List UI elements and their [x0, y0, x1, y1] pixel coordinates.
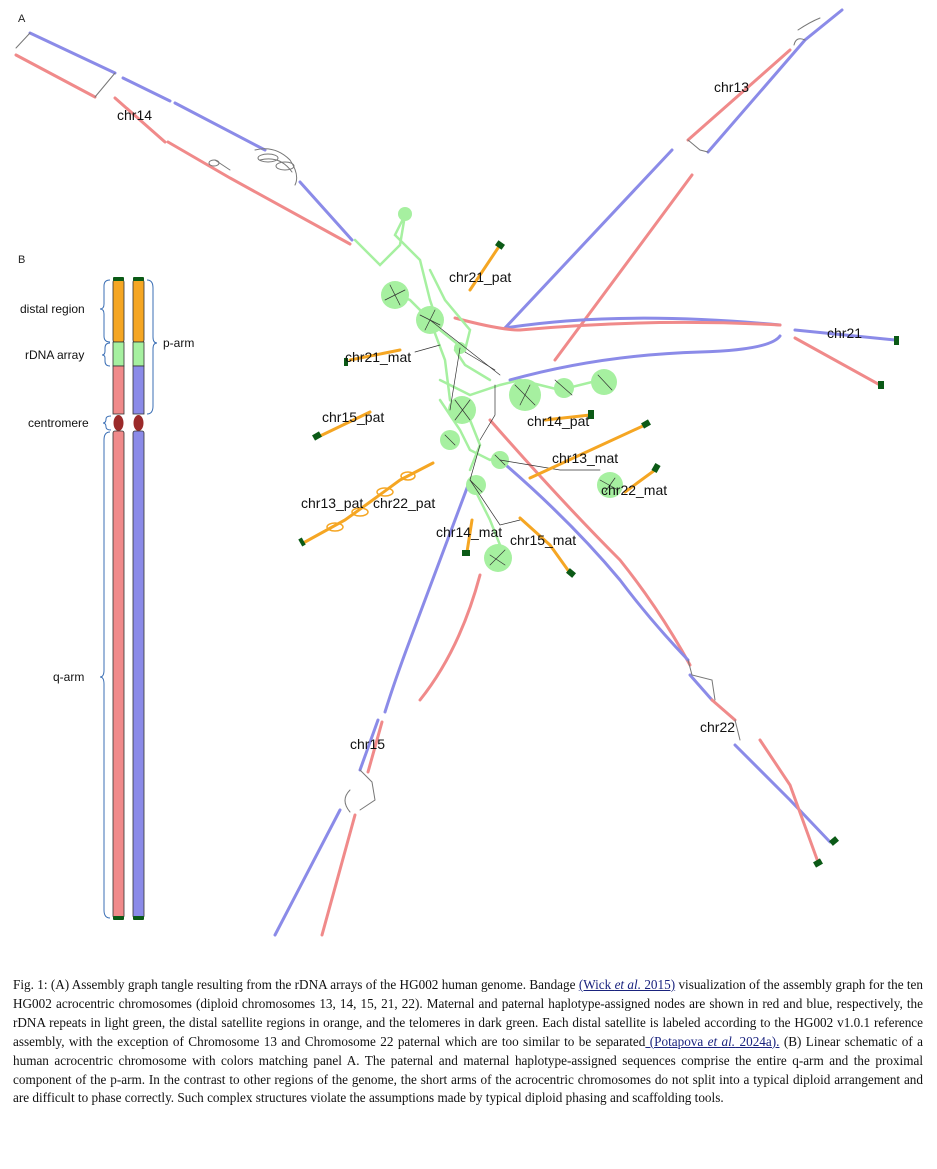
label-distal-region: distal region	[20, 302, 85, 316]
maternal-q-arm	[112, 430, 125, 919]
citation-etal: et al.	[707, 1033, 736, 1049]
sat-label-chr21-mat: chr21_mat	[345, 349, 411, 365]
paternal-telomere-top	[133, 277, 144, 281]
citation-link-wick-2015[interactable]: (Wick et al. 2015)	[579, 977, 675, 992]
sat-label-chr13-mat: chr13_mat	[552, 450, 618, 466]
paternal-q-arm	[132, 430, 145, 919]
chr15-arm	[273, 478, 482, 937]
paternal-centromere	[133, 415, 144, 431]
sat-label-chr15-mat: chr15_mat	[510, 532, 576, 548]
telomeres	[298, 240, 899, 868]
sat-label-chr22-pat: chr22_pat	[373, 495, 435, 511]
tangle-links	[384, 284, 619, 566]
chr13-arm	[503, 8, 844, 362]
maternal-centromere	[113, 415, 124, 431]
maternal-rdna-array	[112, 341, 125, 367]
caption-text-2: visualization of the assembly graph for …	[13, 977, 923, 1049]
chr-label-chr21: chr21	[827, 325, 862, 341]
brace-q-arm	[99, 431, 111, 919]
paternal-distal-region	[132, 279, 145, 343]
citation-year: 2024a).	[735, 1033, 780, 1049]
citation-etal: et al.	[614, 977, 641, 992]
paternal-rdna-array	[132, 341, 145, 367]
maternal-p-arm-proximal	[112, 365, 125, 415]
chromosome-schematic: distal region rDNA array centromere q-ar…	[20, 277, 194, 920]
citation-text: (Potapova	[645, 1033, 708, 1049]
citation-link-potapova-2024a[interactable]: (Potapova et al. 2024a).	[645, 1033, 780, 1049]
label-q-arm: q-arm	[53, 670, 84, 684]
brace-distal-region	[99, 279, 111, 343]
caption-text-1: Fig. 1: (A) Assembly graph tangle result…	[13, 977, 579, 992]
chr22-arm	[488, 418, 832, 864]
figure-canvas: A B	[14, 8, 899, 937]
panel-label-b: B	[18, 254, 25, 266]
label-centromere: centromere	[28, 416, 89, 430]
paternal-p-arm-proximal	[132, 365, 145, 415]
maternal-distal-region	[112, 279, 125, 343]
brace-centromere	[102, 415, 112, 431]
caption-text-3: (B) Linear schematic of a human acrocent…	[13, 1033, 923, 1106]
chr-label-chr22: chr22	[700, 719, 735, 735]
sat-label-chr21-pat: chr21_pat	[449, 269, 511, 285]
brace-rdna-array	[101, 342, 111, 367]
chr-label-chr15: chr15	[350, 736, 385, 752]
label-rdna-array: rDNA array	[25, 348, 84, 362]
sat-label-chr14-pat: chr14_pat	[527, 413, 589, 429]
sat-label-chr14-mat: chr14_mat	[436, 524, 502, 540]
label-p-arm: p-arm	[163, 336, 194, 350]
figure-caption: Fig. 1: (A) Assembly graph tangle result…	[13, 976, 923, 1108]
brace-p-arm	[146, 279, 158, 415]
panel-label-a: A	[18, 13, 26, 25]
citation-text: (Wick	[578, 977, 615, 992]
distal-satellites	[303, 246, 657, 575]
sat-label-chr22-mat: chr22_mat	[601, 482, 667, 498]
sat-label-chr15-pat: chr15_pat	[322, 409, 384, 425]
paternal-telomere-bottom	[133, 916, 144, 920]
chr-label-chr14: chr14	[117, 107, 152, 123]
citation-year: 2015)	[641, 977, 676, 992]
chr14-arm	[14, 31, 354, 246]
sat-label-chr13-pat: chr13_pat	[301, 495, 363, 511]
maternal-telomere-top	[113, 277, 124, 281]
chr-label-chr13: chr13	[714, 79, 749, 95]
maternal-telomere-bottom	[113, 916, 124, 920]
assembly-graph	[14, 8, 899, 937]
